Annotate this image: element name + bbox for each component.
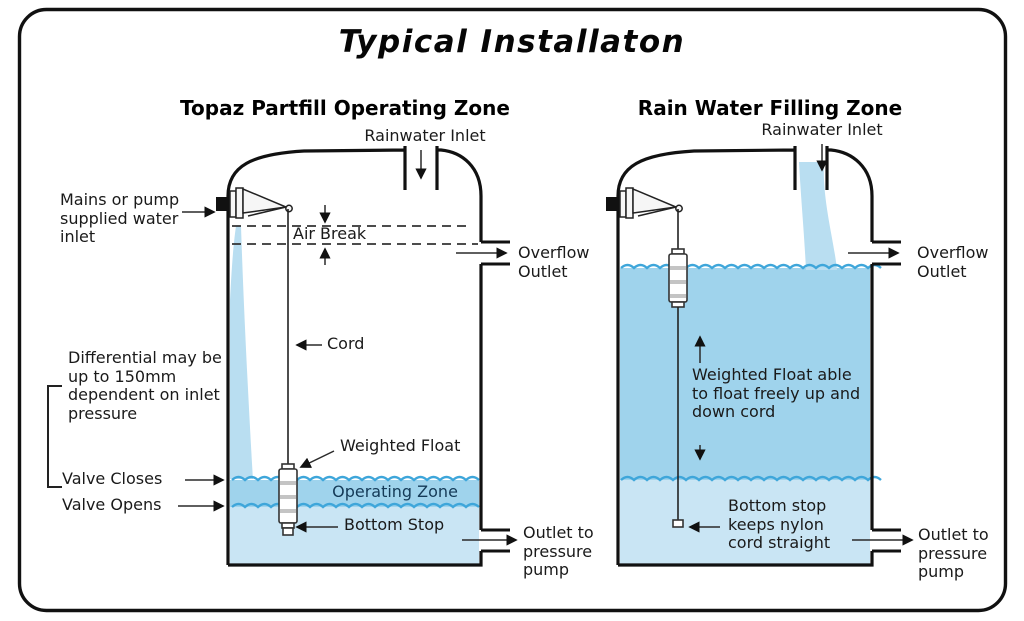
left-operating-zone-band [230,480,479,507]
right-bottom-stop [672,519,684,528]
valve-closes-label: Valve Closes [62,469,163,488]
right-water-surface-line [620,263,882,270]
left-section-heading: Topaz Partfill Operating Zone [180,96,510,120]
left-pump-outlet-label: Outlet to pressure pump [523,523,594,580]
right-section-heading: Rain Water Filling Zone [637,96,903,120]
valve-opens-label: Valve Opens [62,495,162,514]
right-zone-divider-line [620,475,882,482]
weighted-float-label: Weighted Float [340,436,461,455]
left-rainwater-inlet-label: Rainwater Inlet [364,126,486,145]
cord-label: Cord [327,334,365,353]
bottom-stop-label: Bottom Stop [344,515,445,534]
right-rainwater-inlet-label: Rainwater Inlet [761,120,883,139]
bottom-stop-note: Bottom stop keeps nylon cord straight [728,496,831,553]
right-overflow-outlet-label: Overflow Outlet [917,243,989,281]
left-tank [47,146,518,567]
air-break-label: Air Break [293,224,367,243]
right-rain-stream [799,162,837,270]
right-pump-outlet-label: Outlet to pressure pump [918,525,989,582]
left-tank-outline [226,146,483,567]
valve-closes-water-line [231,475,480,482]
right-tank [605,144,914,567]
mains-inlet-label: Mains or pump supplied water inlet [60,190,180,247]
figure-border [17,7,1008,613]
float-freedom-note: Weighted Float able to float freely up a… [692,365,861,422]
left-lower-water [230,507,479,564]
left-weighted-float [278,463,298,529]
left-inlet-stream [230,226,253,479]
operating-zone-label: Operating Zone [332,482,458,501]
differential-note: Differential may be up to 150mm dependen… [68,348,222,424]
left-overflow-outlet-label: Overflow Outlet [518,243,590,281]
left-bottom-stop [282,527,294,536]
right-main-water [620,268,870,480]
right-lower-water [620,480,870,564]
valve-opens-water-line [231,502,480,509]
figure-title: Typical Installaton [338,24,686,60]
weighted-float-arrow [299,450,335,468]
right-tank-outline [616,146,874,567]
right-weighted-float [668,248,688,308]
differential-bracket [47,385,62,488]
